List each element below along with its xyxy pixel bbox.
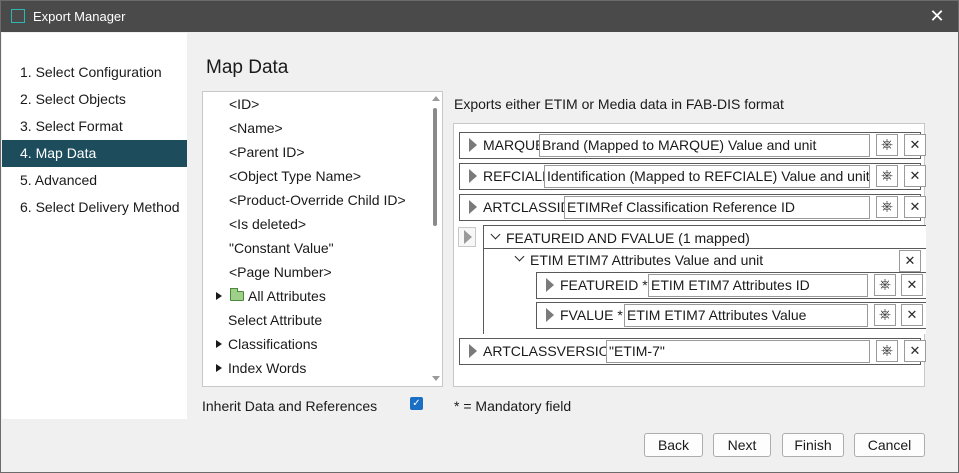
tree-item-label: Classifications (228, 336, 318, 352)
expand-arrow-icon[interactable] (216, 292, 222, 300)
map-icon[interactable]: ⎈ (874, 304, 896, 326)
step-select-format[interactable]: 3. Select Format (20, 118, 123, 134)
mapping-value-field[interactable]: ETIMRef Classification Reference ID (564, 196, 870, 219)
inherit-data-checkbox[interactable]: ✓ (410, 397, 423, 410)
group-label: FEATUREID AND FVALUE (1 mapped) (506, 230, 750, 246)
back-button[interactable]: Back (644, 433, 703, 457)
expand-play-icon[interactable] (469, 138, 477, 152)
remove-icon[interactable]: ✕ (899, 250, 921, 272)
tree-item-label: All Attributes (248, 288, 326, 304)
expand-play-icon[interactable] (546, 308, 554, 322)
field-label: FVALUE * (560, 307, 623, 323)
remove-icon[interactable]: ✕ (904, 340, 926, 362)
tree-item[interactable]: <ID> (229, 96, 260, 112)
step-advanced[interactable]: 5. Advanced (20, 172, 98, 188)
expand-arrow-icon[interactable] (216, 340, 222, 348)
tree-item-label: Index Words (228, 360, 307, 376)
expand-play-icon[interactable] (469, 169, 477, 183)
map-icon[interactable]: ⎈ (876, 165, 898, 187)
tree-item[interactable]: <Product-Override Child ID> (229, 192, 406, 208)
finish-button[interactable]: Finish (782, 433, 844, 457)
scroll-down-icon[interactable] (432, 376, 440, 381)
mapping-value-field[interactable]: Identification (Mapped to REFCIALE) Valu… (544, 165, 870, 188)
map-icon[interactable]: ⎈ (876, 340, 898, 362)
step-select-configuration[interactable]: 1. Select Configuration (20, 64, 162, 80)
tree-item[interactable]: <Page Number> (229, 264, 332, 280)
remove-icon[interactable]: ✕ (904, 196, 926, 218)
field-label: FEATUREID * (560, 277, 648, 293)
page-title: Map Data (206, 57, 289, 78)
mapping-value-field[interactable]: ETIM ETIM7 Attributes Value (624, 304, 868, 327)
source-tree: <ID> <Name> <Parent ID> <Object Type Nam… (202, 91, 443, 387)
mapping-value-field[interactable]: ETIM ETIM7 Attributes ID (648, 274, 868, 297)
expand-play-icon[interactable] (469, 200, 477, 214)
step-select-delivery-method[interactable]: 6. Select Delivery Method (20, 199, 180, 215)
tree-item[interactable]: "Constant Value" (229, 240, 334, 256)
tree-item[interactable]: <Object Type Name> (229, 168, 362, 184)
expand-play-icon (464, 230, 472, 244)
remove-icon[interactable]: ✕ (901, 274, 923, 296)
tree-scrollbar[interactable] (429, 92, 442, 386)
expand-play-icon[interactable] (546, 278, 554, 292)
map-icon[interactable]: ⎈ (876, 196, 898, 218)
step-map-data[interactable]: 4. Map Data (2, 140, 187, 167)
field-label: ARTCLASSID (483, 199, 571, 215)
step-select-objects[interactable]: 2. Select Objects (20, 91, 126, 107)
field-label: ARTCLASSVERSION (483, 343, 620, 359)
remove-icon[interactable]: ✕ (901, 304, 923, 326)
mandatory-note: * = Mandatory field (454, 398, 572, 414)
tree-item[interactable]: Select Attribute (228, 312, 323, 328)
tree-item[interactable]: <Name> (229, 120, 283, 136)
tree-item-classifications[interactable]: Classifications (203, 333, 429, 355)
mapping-value-field[interactable]: "ETIM-7" (606, 340, 870, 363)
mapping-row-refciale: REFCIALE Identification (Mapped to REFCI… (459, 163, 926, 190)
close-icon[interactable]: ✕ (929, 6, 945, 26)
mapping-value-field[interactable]: Brand (Mapped to MARQUE) Value and unit (539, 134, 870, 157)
chevron-down-icon[interactable] (490, 229, 501, 240)
folder-icon (230, 288, 244, 301)
group-label: ETIM ETIM7 Attributes Value and unit (530, 252, 764, 268)
cancel-button[interactable]: Cancel (854, 433, 925, 457)
expand-arrow-icon[interactable] (216, 364, 222, 372)
mapping-row-artclassversion: ARTCLASSVERSION "ETIM-7" ⎈ ✕ (459, 338, 926, 365)
mapping-group-etim: ETIM ETIM7 Attributes Value and unit ✕ F… (484, 248, 926, 334)
format-description: Exports either ETIM or Media data in FAB… (454, 96, 784, 112)
inherit-data-label: Inherit Data and References (202, 398, 378, 414)
scrollbar-thumb[interactable] (433, 108, 437, 226)
title-bar: Export Manager ✕ (1, 1, 958, 32)
app-icon (11, 9, 25, 23)
tree-item-all-attributes[interactable]: All Attributes (203, 285, 429, 307)
scroll-up-icon[interactable] (432, 96, 440, 101)
map-icon[interactable]: ⎈ (874, 274, 896, 296)
remove-icon[interactable]: ✕ (904, 165, 926, 187)
group-play-button[interactable] (458, 227, 476, 247)
tree-item[interactable]: <Is deleted> (229, 216, 307, 232)
window-title: Export Manager (33, 9, 126, 24)
mapping-row-fvalue: FVALUE * ETIM ETIM7 Attributes Value ⎈ ✕ (536, 302, 926, 329)
mapping-row-artclassid: ARTCLASSID ETIMRef Classification Refere… (459, 194, 926, 221)
remove-icon[interactable]: ✕ (904, 134, 926, 156)
map-icon[interactable]: ⎈ (876, 134, 898, 156)
mapping-row-marque: MARQUE Brand (Mapped to MARQUE) Value an… (459, 132, 926, 159)
tree-item[interactable]: <Parent ID> (229, 144, 305, 160)
next-button[interactable]: Next (713, 433, 771, 457)
mapping-panel: MARQUE Brand (Mapped to MARQUE) Value an… (453, 123, 926, 387)
mapping-group-feature: FEATUREID AND FVALUE (1 mapped) ETIM ETI… (483, 225, 926, 334)
mapping-row-featureid: FEATUREID * ETIM ETIM7 Attributes ID ⎈ ✕ (536, 272, 926, 299)
chevron-down-icon[interactable] (514, 251, 525, 262)
wizard-steps: 1. Select Configuration 2. Select Object… (2, 33, 187, 419)
expand-play-icon[interactable] (469, 344, 477, 358)
field-label: REFCIALE (483, 168, 552, 184)
field-label: MARQUE (483, 137, 545, 153)
tree-item-index-words[interactable]: Index Words (203, 357, 429, 379)
